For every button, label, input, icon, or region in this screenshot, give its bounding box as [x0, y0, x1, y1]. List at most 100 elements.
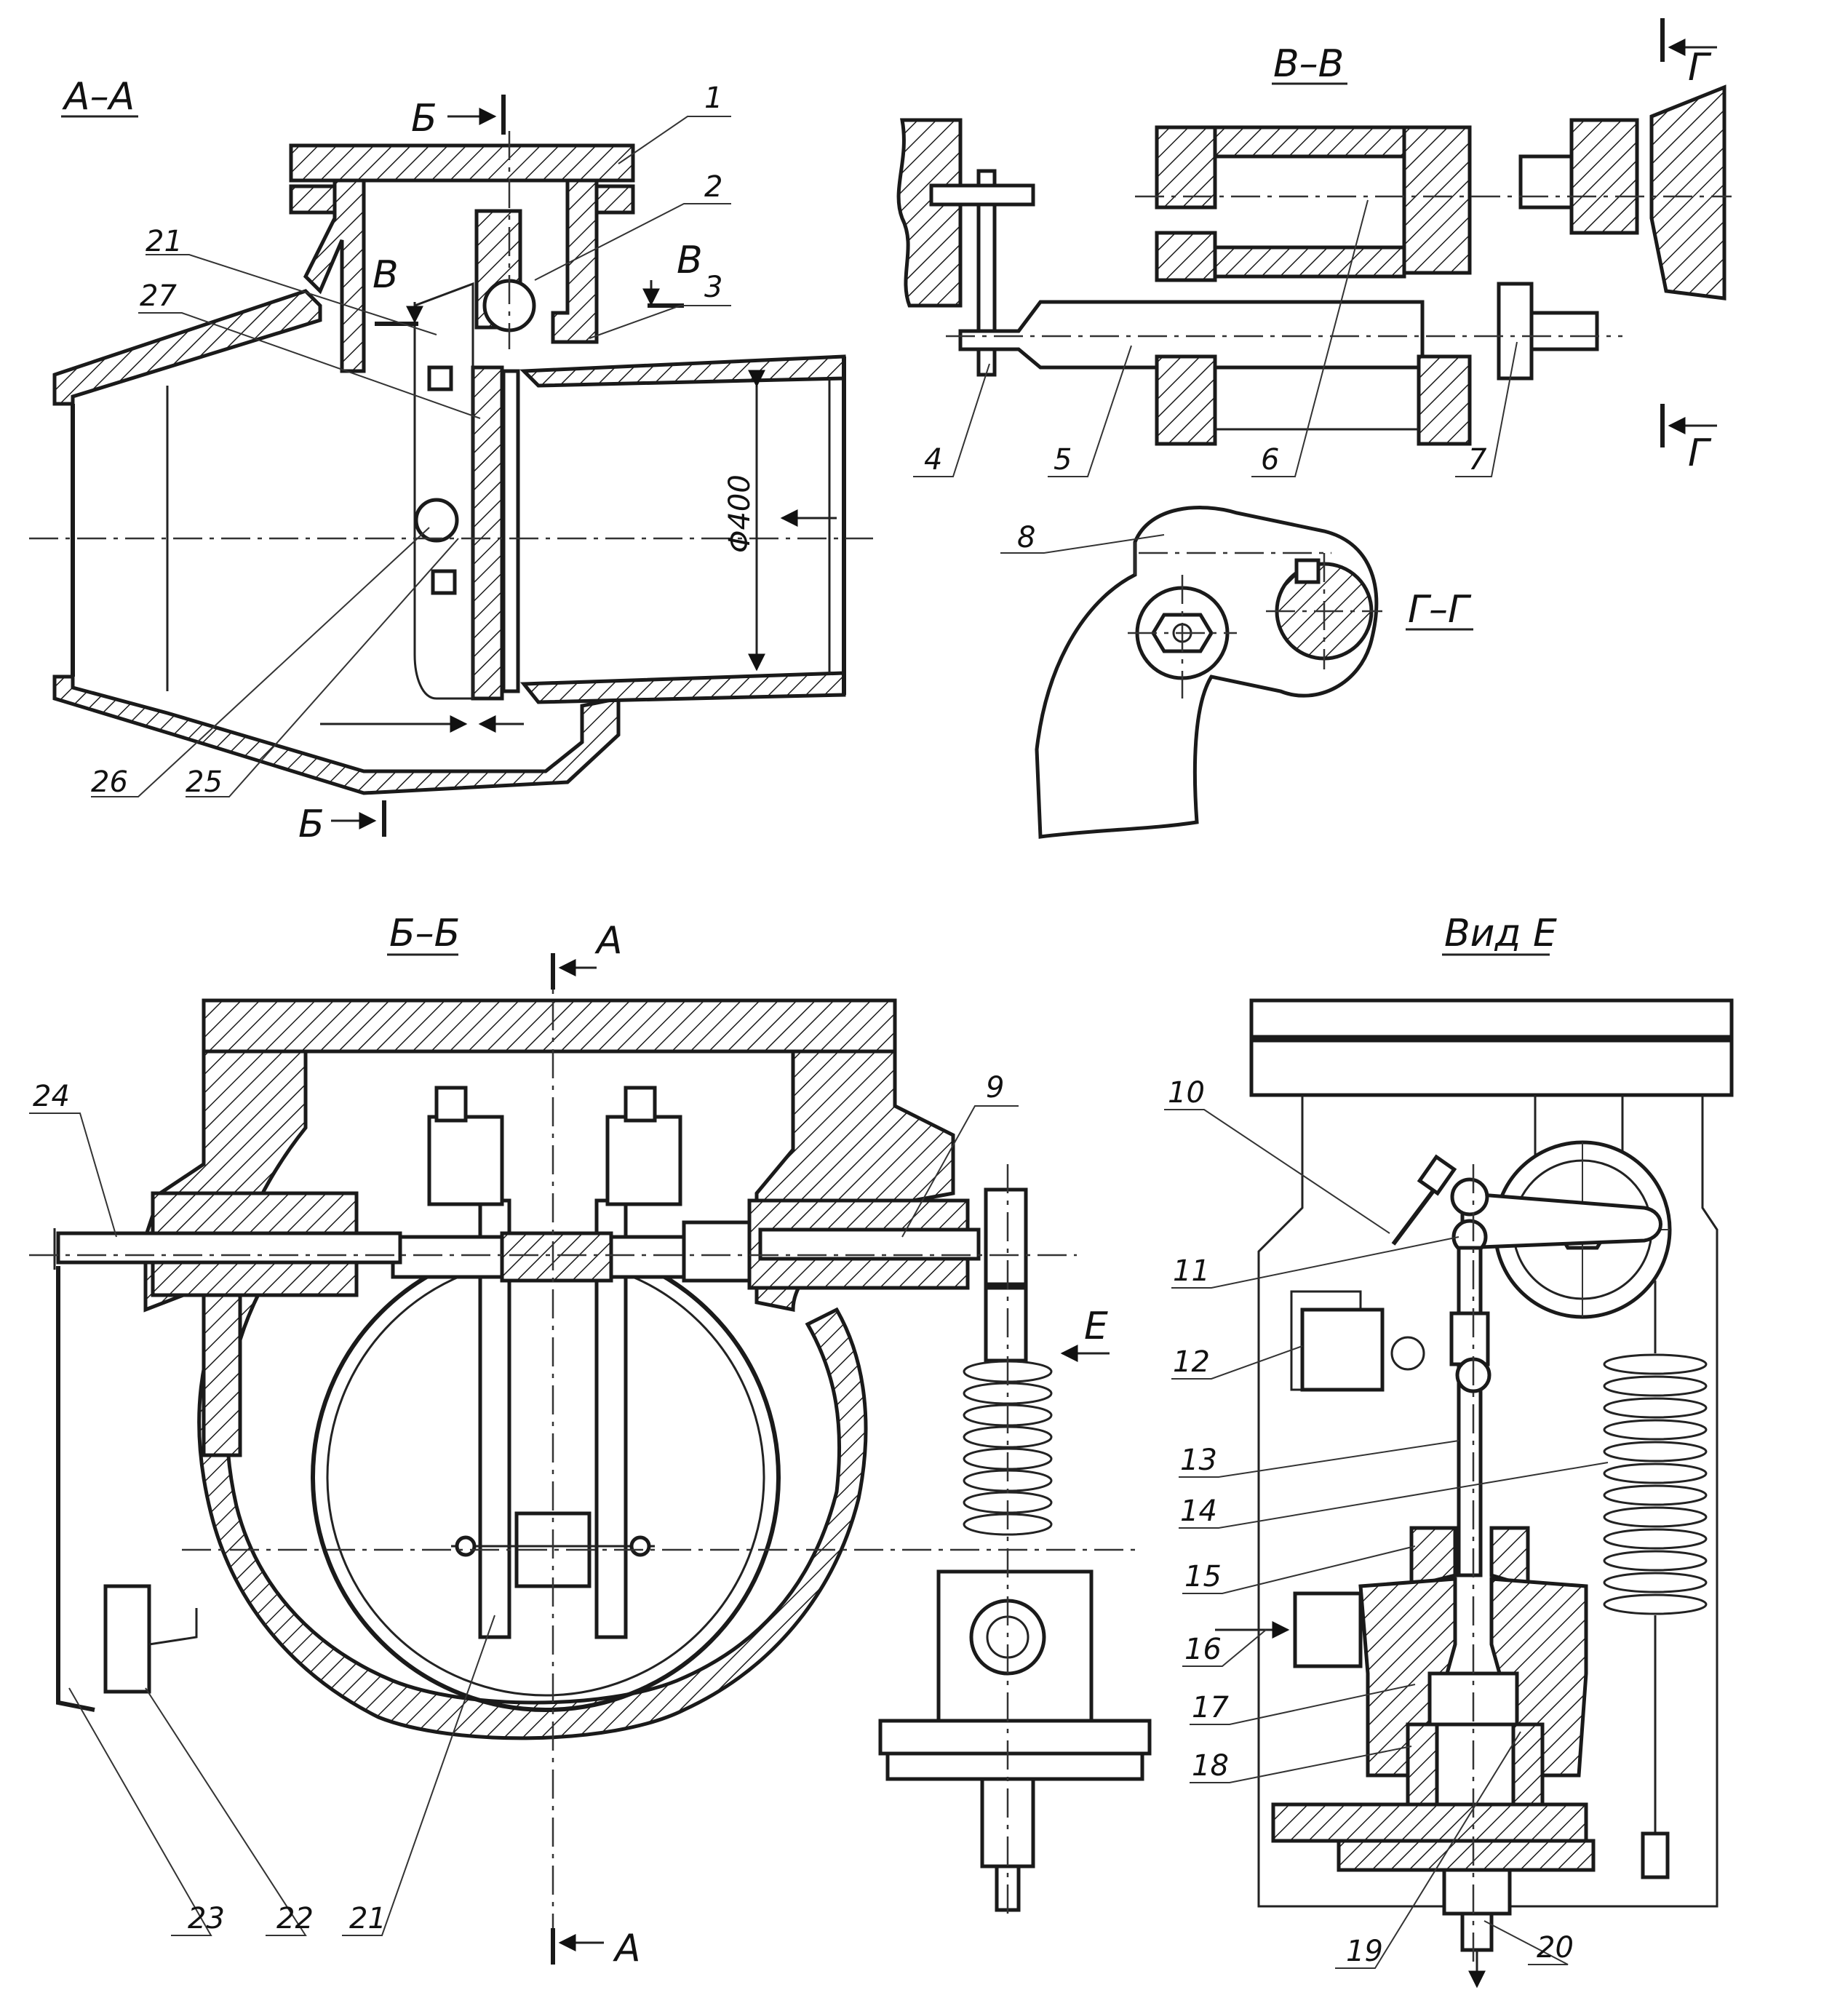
- e-leader-18: [1190, 1746, 1412, 1783]
- aa-leader-25: [186, 538, 459, 797]
- aa-inlet-cone-bottom: [52, 674, 621, 795]
- vv-lever-bolt: [929, 183, 1035, 207]
- bb-actuator-block: [936, 1569, 1094, 1727]
- callout-21-top: 21: [146, 225, 183, 258]
- title-vv: В–В: [1273, 42, 1344, 86]
- e-gland-right: [1489, 1526, 1530, 1589]
- callout-21-bottom: 21: [349, 1902, 386, 1935]
- aa-diameter-label: Φ400: [723, 474, 757, 553]
- e-leader-20: [1483, 1920, 1569, 1965]
- e-top-flange-lower: [1249, 1038, 1734, 1097]
- callout-4: 4: [924, 443, 942, 477]
- callout-23: 23: [188, 1902, 225, 1935]
- title-view-e: Вид Е: [1444, 912, 1557, 955]
- callout-2: 2: [704, 170, 722, 204]
- aa-lever-plate: [413, 282, 474, 700]
- callout-8: 8: [1017, 521, 1035, 554]
- e-vertical-rod: [1457, 1246, 1483, 1577]
- vv-housing-ml: [1155, 231, 1217, 282]
- aa-lever-slot-bottom: [431, 569, 457, 595]
- view-e: Вид Е: [1164, 912, 1734, 1989]
- bb-gland-coupling: [682, 1220, 752, 1283]
- vv-casting-left: [896, 118, 963, 308]
- vv-bushing-bottom: [1213, 245, 1406, 279]
- bb-leader-9: [901, 1105, 1019, 1238]
- bb-bracket-bolt-right: [624, 1086, 657, 1123]
- bb-indicator-box: [103, 1584, 151, 1694]
- view-aa: А–А Φ400: [29, 75, 873, 846]
- bb-top-flange: [202, 998, 897, 1054]
- vv-casting-right: [1569, 118, 1639, 235]
- bb-pipe-outer: [311, 1242, 781, 1712]
- e-weight-link: [1390, 1336, 1425, 1371]
- callout-25: 25: [186, 765, 223, 799]
- vv-housing-ll: [1155, 354, 1217, 446]
- aa-mark-b-top: Б: [411, 97, 437, 140]
- vv-nut-end: [1529, 311, 1599, 351]
- callout-10: 10: [1168, 1076, 1205, 1110]
- e-leader-10: [1164, 1109, 1390, 1234]
- vv-right-bolt-head: [1518, 154, 1574, 210]
- vv-mark-g-top: Г: [1688, 46, 1712, 89]
- vv-housing-lr: [1417, 354, 1472, 446]
- bb-bracket-bolt-left: [434, 1086, 468, 1123]
- callout-20: 20: [1537, 1931, 1574, 1965]
- bb-mark-a-bottom: А: [613, 1927, 641, 1970]
- bb-right-shaft: [758, 1227, 981, 1261]
- bb-shaft-hub: [500, 1231, 613, 1283]
- e-gland-left: [1409, 1526, 1457, 1589]
- aa-lever-slot-top: [427, 365, 453, 391]
- e-leader-15: [1182, 1545, 1416, 1594]
- aa-housing-left-wall: [303, 178, 366, 373]
- callout-17: 17: [1192, 1691, 1229, 1724]
- bb-lever-bolt-left: [455, 1535, 477, 1557]
- bb-indicator-wire: [148, 1608, 198, 1646]
- aa-mark-b-bottom: Б: [298, 803, 324, 846]
- title-bb: Б–Б: [389, 912, 460, 955]
- vv-leader-4: [913, 363, 990, 477]
- e-weight: [1300, 1308, 1385, 1392]
- e-rod-clevis: [1449, 1311, 1490, 1366]
- bb-pipe-inner: [326, 1257, 765, 1697]
- aa-mark-v-right: В: [677, 239, 703, 282]
- aa-leader-26: [91, 527, 430, 797]
- callout-3: 3: [704, 271, 722, 304]
- title-aa: А–А: [62, 75, 135, 119]
- callout-13: 13: [1180, 1444, 1217, 1477]
- aa-leader-2: [534, 203, 731, 281]
- callout-14: 14: [1180, 1495, 1217, 1528]
- vv-casting-far-right: [1649, 84, 1726, 301]
- view-gg: Г–Г 8: [1000, 506, 1473, 839]
- bb-spring-link-mid: [984, 1286, 1028, 1363]
- aa-leader-3: [589, 305, 731, 339]
- bb-leader-21: [342, 1615, 495, 1936]
- e-spring-anchor: [1641, 1831, 1670, 1879]
- bb-left-shaft: [56, 1231, 402, 1265]
- callout-18: 18: [1192, 1749, 1229, 1783]
- e-lever-pin-top: [1450, 1177, 1489, 1217]
- callout-16: 16: [1184, 1633, 1222, 1666]
- e-base-flange: [1271, 1802, 1588, 1843]
- bb-bracket-right: [605, 1115, 682, 1206]
- callout-26: 26: [91, 765, 128, 799]
- e-base-flange-lower: [1337, 1839, 1596, 1872]
- bb-leader-23: [68, 1687, 212, 1936]
- vv-housing-ur: [1402, 125, 1472, 275]
- e-top-flange: [1249, 998, 1734, 1039]
- callout-19: 19: [1346, 1935, 1383, 1968]
- callout-15: 15: [1184, 1560, 1222, 1593]
- callout-24: 24: [33, 1080, 70, 1113]
- vv-nut: [1497, 282, 1534, 381]
- view-bb: Б–Б: [29, 912, 1152, 1970]
- bb-housing-left-rib: [202, 1270, 242, 1457]
- vv-bushing-top: [1213, 125, 1406, 159]
- e-leader-11: [1171, 1236, 1459, 1289]
- e-drain-fitting: [1442, 1868, 1512, 1916]
- aa-valve-disc: [471, 365, 504, 701]
- bb-base-plate-lower: [885, 1751, 1144, 1781]
- vv-leader-5: [1048, 345, 1132, 477]
- bb-mark-e: Е: [1084, 1305, 1108, 1348]
- vv-housing-ul: [1155, 125, 1217, 210]
- e-spring-coil: [1603, 1353, 1708, 1615]
